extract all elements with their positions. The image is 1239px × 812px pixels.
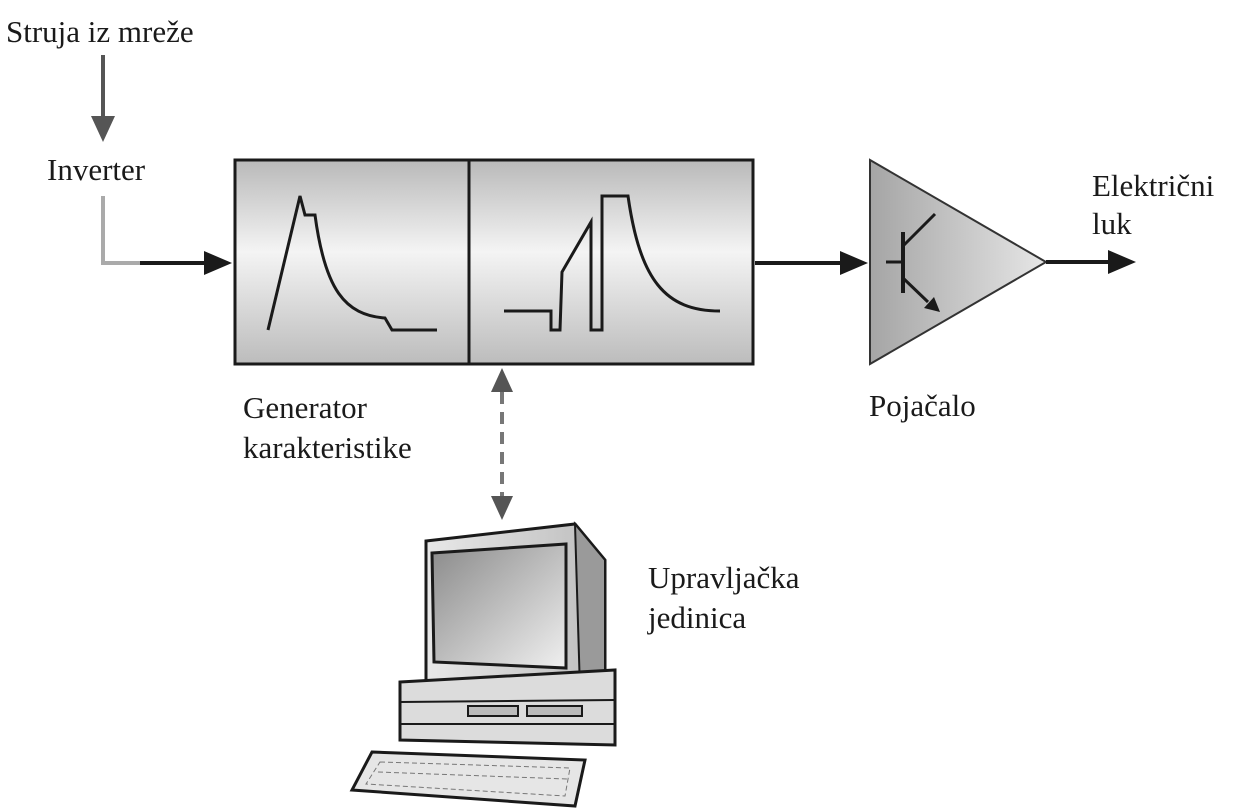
amplifier-label: Pojačalo [869, 388, 976, 423]
generator-to-amplifier-arrow [755, 251, 868, 275]
transistor-icon [886, 212, 940, 312]
pulse-waveform-right [504, 194, 721, 332]
output-arc-arrow [1046, 250, 1136, 274]
control-unit-label-line2: jedinica [647, 600, 746, 635]
mains-to-inverter-arrow [91, 55, 115, 142]
electric-arc-label-line2: luk [1092, 206, 1132, 241]
inverter-to-generator-arrow [101, 196, 232, 275]
generator-label-line2: karakteristike [243, 430, 412, 465]
inverter-label: Inverter [47, 152, 146, 187]
mains-current-label: Struja iz mreže [6, 14, 194, 49]
control-link-dashed-arrow [491, 368, 513, 520]
pulse-waveform-left [266, 195, 437, 332]
electric-arc-label-line1: Električni [1092, 168, 1215, 203]
computer-icon [349, 521, 617, 808]
amplifier-triangle [869, 158, 1048, 366]
characteristic-generator-block [233, 158, 755, 366]
control-unit-label-line1: Upravljačka [648, 560, 800, 595]
generator-label-line1: Generator [243, 390, 368, 425]
